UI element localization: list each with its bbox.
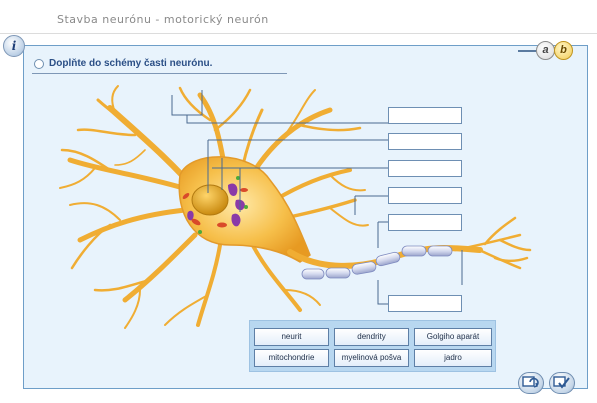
word-neurit[interactable]: neurit <box>254 328 329 346</box>
nucleus <box>192 185 228 215</box>
answer-slot-4[interactable] <box>388 187 462 204</box>
answer-slot-2[interactable] <box>388 133 462 150</box>
word-golgiho-aparat[interactable]: Golgiho aparát <box>414 328 492 346</box>
word-jadro[interactable]: jadro <box>414 349 492 367</box>
answer-slot-6[interactable] <box>388 295 462 312</box>
check-button[interactable] <box>549 372 575 394</box>
word-dendrity[interactable]: dendrity <box>334 328 409 346</box>
answer-slot-5[interactable] <box>388 214 462 231</box>
answer-slot-1[interactable] <box>388 107 462 124</box>
word-myelinova-posva[interactable]: myelinová pošva <box>334 349 409 367</box>
word-mitochondrie[interactable]: mitochondrie <box>254 349 329 367</box>
axon-terminal <box>455 218 530 268</box>
answer-slot-3[interactable] <box>388 160 462 177</box>
refresh-icon <box>522 375 540 391</box>
reset-button[interactable] <box>518 372 544 394</box>
check-icon <box>553 375 571 391</box>
